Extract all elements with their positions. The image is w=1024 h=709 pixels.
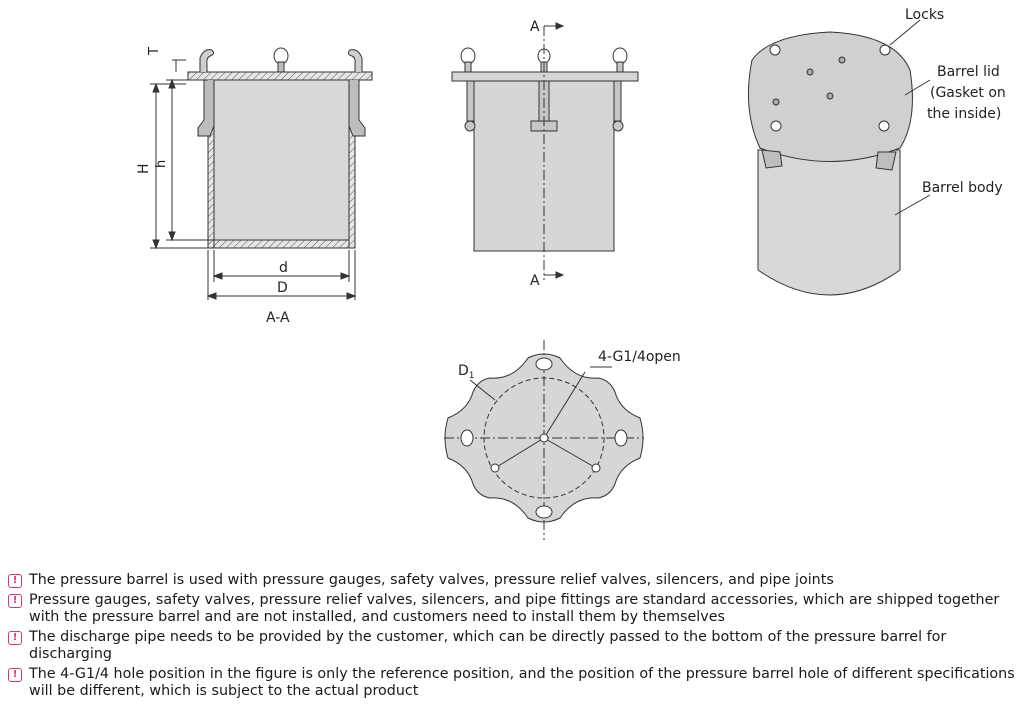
alert-icon: ! [8, 668, 22, 682]
note-text: The discharge pipe needs to be provided … [29, 629, 947, 662]
alert-icon: ! [8, 631, 22, 645]
callout-lid-1: Barrel lid [937, 64, 1000, 80]
front-lid [451, 71, 639, 82]
section-label: A-A [266, 310, 290, 326]
alert-icon: ! [8, 594, 22, 608]
note-item: ! The pressure barrel is used with press… [6, 572, 1016, 589]
lid-flange [187, 71, 373, 81]
top-view [444, 340, 644, 540]
technical-drawing: T H h d D A-A A A [136, 7, 1006, 540]
callout-lid-3: the inside) [927, 106, 1001, 122]
iso-body [757, 149, 901, 296]
note-item: ! The discharge pipe needs to be provide… [6, 629, 1016, 663]
note-item: ! Pressure gauges, safety valves, pressu… [6, 592, 1016, 626]
alert-icon: ! [8, 574, 22, 588]
iso-view [747, 19, 931, 296]
dim-T-label: T [147, 47, 162, 56]
note-text: The pressure barrel is used with pressur… [29, 572, 834, 588]
front-view [451, 22, 639, 280]
dim-H-label: H [136, 163, 152, 174]
note-text: Pressure gauges, safety valves, pressure… [29, 592, 1000, 625]
dim-d-label: d [279, 260, 288, 276]
bottom-plate [213, 239, 350, 249]
hole-spec-label: 4-G1/4open [598, 349, 681, 365]
callout-locks: Locks [905, 7, 944, 23]
dim-h-label: h [154, 160, 169, 168]
dim-D-label: D [277, 280, 288, 296]
note-item: ! The 4-G1/4 hole position in the figure… [6, 666, 1016, 700]
callout-lid-2: (Gasket on [930, 85, 1006, 101]
cut-label-bottom: A [530, 273, 540, 289]
section-view [150, 47, 373, 300]
cut-label-top: A [530, 19, 540, 35]
notes-list: ! The pressure barrel is used with press… [6, 572, 1016, 703]
note-text: The 4-G1/4 hole position in the figure i… [29, 666, 1015, 699]
dim-D1-label: D1 [458, 363, 475, 381]
callout-body: Barrel body [922, 180, 1003, 196]
